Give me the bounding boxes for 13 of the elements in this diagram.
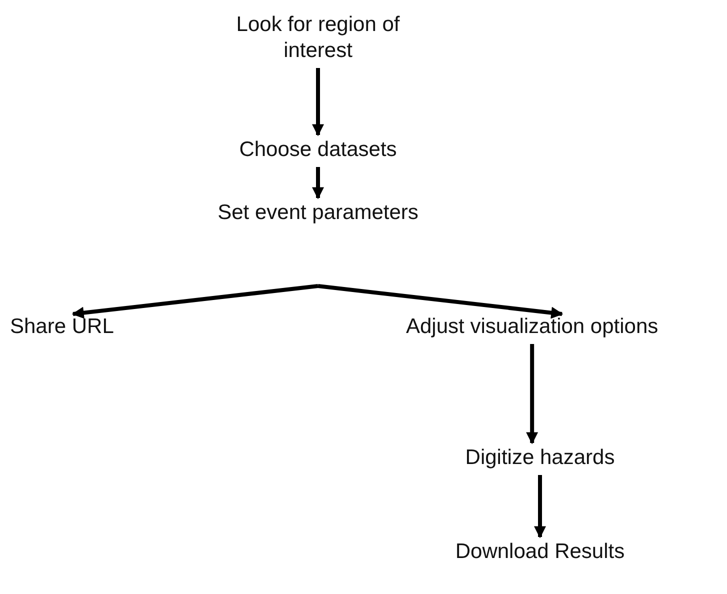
step-text: Share URL xyxy=(10,314,114,340)
step-text: Choose datasets xyxy=(239,137,397,163)
arrow xyxy=(534,475,546,538)
step-text: Digitize hazards xyxy=(465,445,615,471)
step-text: Download Results xyxy=(455,539,625,565)
step-text: Set event parameters xyxy=(218,200,418,226)
step-text: Look for region of interest xyxy=(223,12,413,64)
arrow xyxy=(72,284,318,319)
arrow xyxy=(318,284,564,319)
arrow xyxy=(312,167,324,200)
arrow xyxy=(312,68,324,136)
step-text: Adjust visualization options xyxy=(406,314,658,340)
arrow xyxy=(526,344,538,444)
